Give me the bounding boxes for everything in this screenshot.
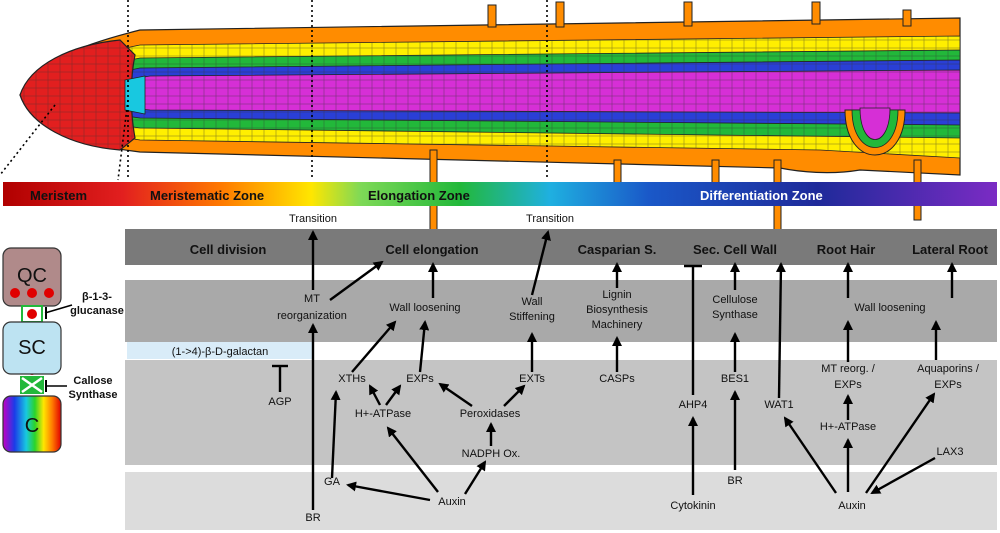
c-box [2, 395, 62, 453]
hatpase-2: H+-ATPase [820, 421, 876, 433]
ga: GA [324, 476, 341, 488]
casps: CASPs [599, 373, 635, 385]
exps: EXPs [406, 373, 434, 385]
glucanase-line2: glucanase [70, 305, 124, 317]
wall-loosening-2: Wall loosening [854, 302, 925, 314]
wall-loosening-1: Wall loosening [389, 302, 460, 314]
lax3: LAX3 [937, 446, 964, 458]
lignin-line1: Lignin [602, 289, 631, 301]
nadph-ox: NADPH Ox. [462, 448, 521, 460]
stem-cell-niche: QC SC C β-1-3- glucanase Callose Synthas… [2, 247, 124, 453]
peroxidases: Peroxidases [460, 408, 521, 420]
glucanase-line1: β-1-3- [82, 291, 112, 303]
xths: XTHs [338, 373, 366, 385]
process-cell-elongation: Cell elongation [385, 242, 478, 257]
aquaporins-line1: Aquaporins / [917, 363, 980, 375]
lignin-line3: Machinery [592, 319, 643, 331]
aquaporins-line2: EXPs [934, 379, 962, 391]
cellulose-line2: Synthase [712, 309, 758, 321]
lignin-line2: Biosynthesis [586, 304, 648, 316]
ahp4: AHP4 [679, 399, 708, 411]
process-cell-division: Cell division [190, 242, 267, 257]
zone-gradient-bar [3, 182, 997, 206]
root-illustration [0, 0, 961, 241]
transition-2: Transition [526, 213, 574, 225]
mt-reorg-line2: reorganization [277, 310, 347, 322]
zone-differentiation: Differentiation Zone [700, 188, 823, 203]
exts: EXTs [519, 373, 545, 385]
zone-elongation: Elongation Zone [368, 188, 470, 203]
c-label: C [25, 415, 39, 437]
mt-reorg-line1: MT [304, 293, 320, 305]
process-root-hair: Root Hair [817, 242, 876, 257]
band-regulators [125, 360, 997, 465]
process-lateral-root: Lateral Root [912, 242, 989, 257]
zone-meristematic: Meristematic Zone [150, 188, 264, 203]
band-mechanisms [125, 280, 997, 342]
inhibition-lines [272, 264, 702, 395]
bes1: BES1 [721, 373, 749, 385]
hatpase-1: H+-ATPase [355, 408, 411, 420]
agp: AGP [268, 396, 291, 408]
callose-line1: Callose [73, 375, 112, 387]
mt-reorg-exps-line2: EXPs [834, 379, 862, 391]
galactan-box [127, 342, 313, 359]
galactan-label: (1->4)-β-D-galactan [172, 346, 269, 358]
cellulose-line1: Cellulose [712, 294, 757, 306]
wall-stiff-line2: Stiffening [509, 311, 555, 323]
process-sec-cell-wall: Sec. Cell Wall [693, 242, 777, 257]
sc-label: SC [18, 337, 46, 359]
pathway-arrows [308, 230, 957, 510]
auxin-1: Auxin [438, 496, 466, 508]
mt-reorg-exps-line1: MT reorg. / [821, 363, 876, 375]
zone-meristem: Meristem [30, 188, 87, 203]
band-signals [125, 472, 997, 530]
transition-1: Transition [289, 213, 337, 225]
qc-label: QC [17, 265, 47, 287]
wall-stiff-line1: Wall [522, 296, 543, 308]
sc-box [2, 321, 62, 375]
br-2: BR [727, 475, 742, 487]
band-processes [125, 229, 997, 265]
callose-line2: Synthase [69, 389, 118, 401]
auxin-2: Auxin [838, 500, 866, 512]
br-1: BR [305, 512, 320, 524]
cytokinin: Cytokinin [670, 500, 715, 512]
wat1: WAT1 [764, 399, 793, 411]
process-casparian: Casparian S. [578, 242, 657, 257]
callose-x-icon [21, 376, 43, 394]
